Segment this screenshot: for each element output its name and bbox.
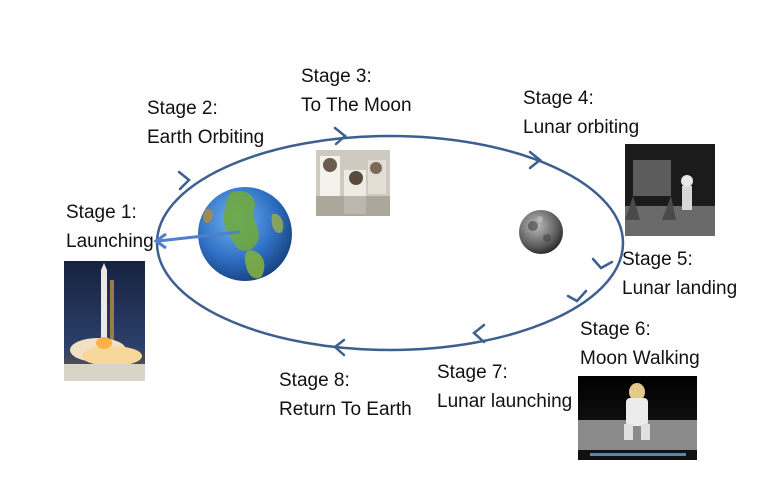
orbit-arrow-icon: [591, 257, 614, 270]
orbit-arrow-icon: [472, 323, 486, 344]
stage-1-label: Stage 1: Launching: [66, 198, 154, 256]
stage-number: Stage 1:: [66, 202, 137, 223]
stage-name: Lunar orbiting: [523, 117, 640, 138]
moon-icon: [519, 210, 563, 254]
stage-5-label: Stage 5: Lunar landing: [622, 245, 737, 303]
stage-2-label: Stage 2: Earth Orbiting: [147, 94, 264, 152]
stage-number: Stage 5:: [622, 249, 693, 270]
stage-name: To The Moon: [301, 95, 412, 116]
astronauts-capsule-photo: [316, 150, 390, 216]
orbit-arrow-icon: [333, 126, 347, 146]
stage-8-label: Stage 8: Return To Earth: [279, 366, 412, 424]
stage-3-label: Stage 3: To The Moon: [301, 62, 412, 120]
stage-6-label: Stage 6: Moon Walking: [580, 315, 700, 373]
stage-7-label: Stage 7: Lunar launching: [437, 358, 572, 416]
orbit-arrows: [177, 126, 614, 357]
launch-arrow: [153, 230, 241, 250]
stage-number: Stage 2:: [147, 98, 218, 119]
stage-number: Stage 8:: [279, 370, 350, 391]
stage-name: Earth Orbiting: [147, 127, 265, 148]
orbit-arrow-icon: [566, 289, 588, 303]
stage-number: Stage 4:: [523, 88, 594, 109]
earth-globe-icon: [198, 187, 292, 281]
stage-name: Lunar landing: [622, 278, 738, 299]
rocket-launch-photo: [64, 261, 145, 381]
stage-name: Moon Walking: [580, 348, 700, 369]
stage-number: Stage 3:: [301, 66, 372, 87]
orbit-arrow-icon: [333, 338, 346, 357]
orbit-arrow-icon: [177, 170, 191, 191]
stage-4-label: Stage 4: Lunar orbiting: [523, 84, 639, 142]
stage-name: Return To Earth: [279, 399, 412, 420]
stage-number: Stage 7:: [437, 362, 508, 383]
lunar-module-photo: [625, 144, 715, 236]
astronaut-moonwalk-photo: [578, 376, 697, 460]
stage-name: Launching: [66, 231, 154, 252]
stage-number: Stage 6:: [580, 319, 651, 340]
stage-name: Lunar launching: [437, 391, 573, 412]
orbit-arrow-icon: [528, 150, 543, 170]
